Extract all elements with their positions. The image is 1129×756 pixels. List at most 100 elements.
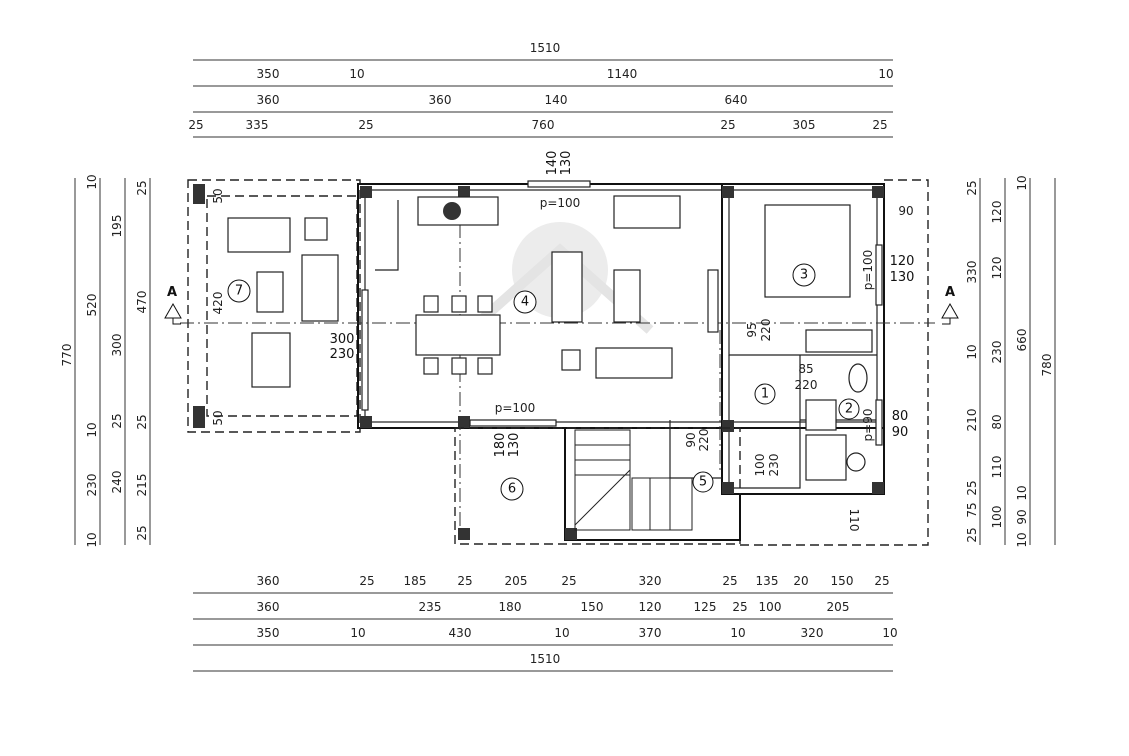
dimension-label: 10: [85, 532, 99, 547]
plant: [304, 217, 328, 241]
dimension-label: 1510: [530, 41, 561, 55]
dimension-label: 185: [404, 574, 427, 588]
dimension-label: 335: [246, 118, 269, 132]
dimension-label: 125: [694, 600, 717, 614]
dimension-label: 25: [135, 525, 149, 540]
dimension-label: 350: [257, 67, 280, 81]
walls: [357, 180, 885, 495]
room-2: 2: [838, 398, 860, 420]
dimension-label: 205: [827, 600, 850, 614]
dimension-label: 25: [965, 480, 979, 495]
wardrobe: [805, 329, 873, 353]
kitchen-unit: [417, 196, 499, 226]
dimension-label: 10: [349, 67, 364, 81]
door-height: 220: [759, 319, 773, 342]
dimension-label: 640: [725, 93, 748, 107]
svg-text:2: 2: [845, 402, 853, 417]
door-width: 95: [745, 322, 759, 337]
dimension-label: 370: [639, 626, 662, 640]
dimension-label: 210: [965, 409, 979, 432]
window-height: 130: [890, 270, 915, 285]
sill-label: p=90: [861, 409, 875, 442]
terrace-offset: 50: [211, 410, 225, 425]
room-4: 4: [513, 290, 537, 314]
svg-text:3: 3: [800, 268, 808, 283]
svg-text:5: 5: [699, 475, 707, 490]
window-height: 130: [559, 151, 574, 176]
dimension-label: 20: [793, 574, 808, 588]
window-width: 140: [545, 151, 560, 176]
dimension-label: 520: [85, 294, 99, 317]
svg-text:1: 1: [761, 387, 769, 402]
room-7: 7: [227, 279, 251, 303]
window-height: 230: [330, 347, 355, 362]
annotations: p=100 p=100 p=100 p=90 140 130 300 230 1…: [211, 151, 914, 532]
dimension-label: 110: [990, 456, 1004, 479]
dimension-label: 25: [359, 574, 374, 588]
dimension-label: 10: [350, 626, 365, 640]
sill-label: p=100: [495, 401, 536, 415]
dimension-label: 470: [135, 291, 149, 314]
dimension-label: 80: [990, 414, 1004, 429]
dimension-label: 120: [639, 600, 662, 614]
section-marker-right: A: [941, 285, 959, 325]
fireplace: [613, 195, 681, 229]
washbasin: [848, 363, 868, 393]
dimension-label: 10: [730, 626, 745, 640]
dimension-label: 100: [990, 506, 1004, 529]
dimension-label: 320: [639, 574, 662, 588]
dimension-label: 10: [85, 174, 99, 189]
terrace-offset: 50: [211, 188, 225, 203]
hob: [443, 202, 461, 220]
dimension-label: 240: [110, 471, 124, 494]
dimension-label: 770: [60, 344, 74, 367]
room-3: 3: [792, 263, 816, 287]
svg-text:A: A: [945, 285, 955, 300]
svg-text:6: 6: [508, 482, 516, 497]
dimension-label: 25: [722, 574, 737, 588]
dimension-label: 360: [429, 93, 452, 107]
dimension-label: 25: [110, 413, 124, 428]
dimension-label: 360: [257, 600, 280, 614]
dimension-label: 230: [85, 474, 99, 497]
dimension-label: 215: [135, 474, 149, 497]
svg-text:4: 4: [521, 295, 529, 310]
dimension-label: 150: [831, 574, 854, 588]
island: [551, 251, 583, 323]
tv: [707, 269, 719, 333]
sill-label: p=100: [861, 250, 875, 291]
dimension-label: 10: [85, 422, 99, 437]
door-width: 180: [493, 433, 508, 458]
shower: [805, 434, 847, 481]
dimension-label: 135: [756, 574, 779, 588]
room-1: 1: [754, 383, 776, 405]
dining-table: [415, 314, 501, 356]
svg-text:A: A: [167, 285, 177, 300]
dimension-label: 360: [257, 574, 280, 588]
dimension-label: 25: [965, 180, 979, 195]
window-width: 300: [330, 332, 355, 347]
dimension-label: 10: [1015, 175, 1029, 190]
window-height: 90: [892, 425, 909, 440]
door-height: 220: [697, 429, 711, 452]
sofa-side: [301, 254, 339, 322]
dimension-label: 90: [1015, 509, 1029, 524]
dimension-label: 150: [581, 600, 604, 614]
dimension-label: 25: [874, 574, 889, 588]
dimension-label: 10: [554, 626, 569, 640]
dimension-label: 25: [135, 180, 149, 195]
window-width: 80: [892, 409, 909, 424]
dimension-label: 140: [545, 93, 568, 107]
door-width: 85: [798, 362, 813, 376]
furniture: [227, 195, 873, 481]
kitchen-counter: [375, 200, 399, 271]
dimension-label: 25: [561, 574, 576, 588]
dimension-label: 180: [499, 600, 522, 614]
dimension-label: 1140: [607, 67, 638, 81]
eave-width: 90: [898, 204, 913, 218]
dimension-label: 760: [532, 118, 555, 132]
room-5: 5: [692, 471, 714, 493]
side-table: [256, 271, 284, 313]
door-width: 100: [753, 454, 767, 477]
armchair: [251, 332, 291, 388]
